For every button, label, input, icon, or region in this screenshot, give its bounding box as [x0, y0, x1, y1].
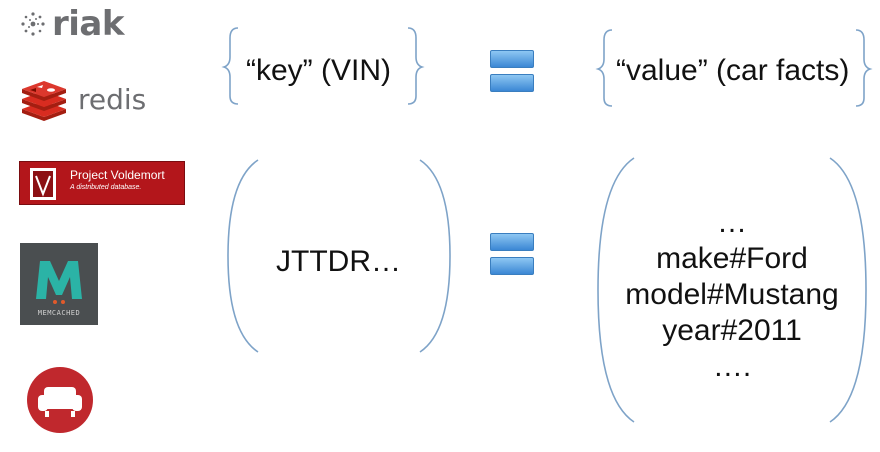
memcached-logo: MEMCACHED	[20, 243, 98, 325]
voldemort-title: Project Voldemort	[70, 168, 165, 182]
example-value-line: …	[717, 206, 747, 239]
key-label: “key” (VIN)	[246, 54, 391, 87]
memcached-m-icon	[36, 261, 82, 304]
voldemort-v-icon	[30, 168, 56, 200]
example-value: … make#Ford model#Mustang year#2011 ….	[622, 205, 842, 385]
value-left-brace	[595, 29, 613, 107]
example-value-line: model#Mustang	[625, 278, 839, 311]
riak-wordmark: riak	[52, 4, 124, 44]
key-right-brace	[407, 27, 425, 105]
example-value-line: make#Ford	[656, 242, 808, 275]
couch-icon	[27, 367, 93, 433]
riak-logo: riak	[18, 4, 138, 44]
example-key-left-paren	[227, 159, 259, 353]
redis-cube-icon	[22, 81, 66, 121]
example-value-left-paren	[597, 157, 635, 423]
equals-icon	[490, 233, 534, 275]
redis-logo: redis	[18, 76, 158, 124]
example-value-right-paren	[829, 157, 867, 423]
value-right-brace	[855, 29, 873, 107]
memcached-wordmark: MEMCACHED	[37, 309, 81, 317]
equals-icon	[490, 50, 534, 92]
value-label: “value” (car facts)	[616, 54, 850, 87]
voldemort-subtitle: A distributed database.	[70, 184, 142, 191]
example-key: JTTDR…	[276, 245, 401, 278]
riak-burst-icon	[21, 12, 45, 36]
key-left-brace	[221, 27, 239, 105]
example-value-line: year#2011	[662, 314, 802, 347]
couchdb-logo	[24, 365, 96, 435]
project-voldemort-logo: Project Voldemort A distributed database…	[19, 161, 185, 205]
example-key-right-paren	[419, 159, 451, 353]
redis-wordmark: redis	[78, 83, 147, 116]
example-value-line: ….	[712, 350, 752, 383]
